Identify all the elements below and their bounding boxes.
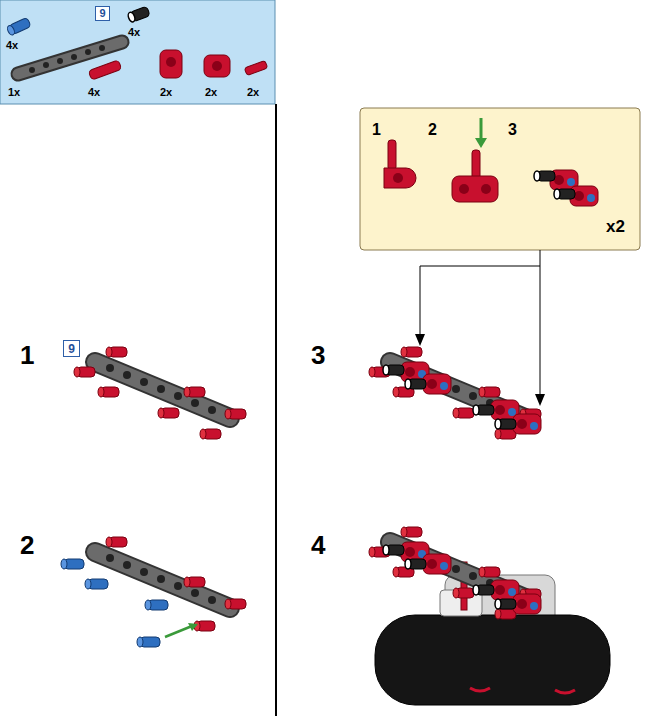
quantity-label: 4x [128,27,140,38]
page-ref-box: 9 [95,6,110,21]
substep-number: 3 [508,122,517,138]
step-number: 2 [20,532,34,558]
parts-panel: 9 4x 4x 1x 4x 2x 2x 2x [0,0,275,104]
quantity-label: 1x [8,87,20,98]
subassembly-box: 1 2 3 x2 [360,108,640,250]
page-ref-number: 9 [99,8,105,19]
quantity-label: 4x [88,87,100,98]
quantity-label: 2x [160,87,172,98]
quantity-label: 2x [247,87,259,98]
substep-number: 1 [372,122,381,138]
step-number: 3 [311,342,325,368]
substep-number: 2 [428,122,437,138]
page-ref-number: 9 [68,343,75,355]
page-ref-box: 9 [63,340,80,357]
quantity-label: 4x [6,40,18,51]
quantity-label: 2x [205,87,217,98]
step-number: 4 [311,532,325,558]
step-number: 1 [20,342,34,368]
substep-number: x2 [606,218,625,235]
